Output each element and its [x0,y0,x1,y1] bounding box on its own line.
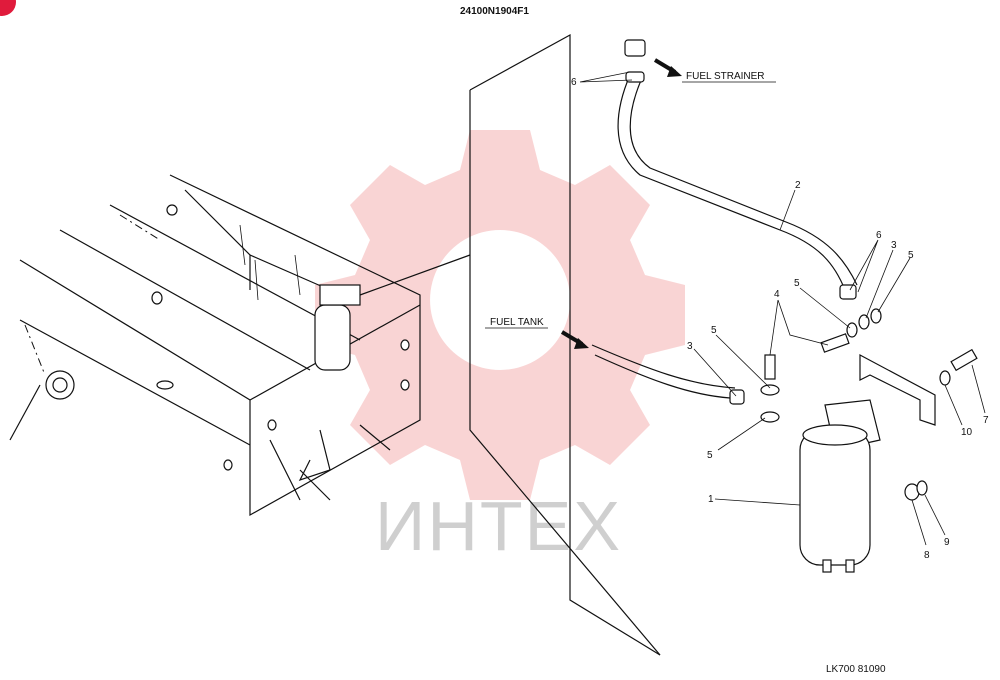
leader-lines [579,71,986,546]
part-number-3-left: 3 [687,341,693,352]
part-number-3-top: 3 [891,240,897,251]
watermark-text: ИНТЕХ [375,487,622,565]
fasteners [760,308,978,501]
flow-arrows [560,58,682,349]
panel-edge [469,33,661,656]
part-number-5-top-a: 5 [794,278,800,289]
part-number-10: 10 [961,427,973,438]
mounting-bracket [859,354,936,426]
part-number-5-low: 5 [707,450,713,461]
sheet-reference: LK700 81090 [826,664,886,675]
watermark-gear-icon: ИНТЕХ [315,130,685,565]
part-number-7: 7 [983,415,989,426]
main-fuel-filter [799,399,881,573]
fuel-strainer-label: FUEL STRAINER [686,71,765,82]
fuel-tank-label: FUEL TANK [490,317,544,328]
part-number-8: 8 [924,550,930,561]
part-number-5-mid: 5 [711,325,717,336]
chassis-frame [9,174,421,517]
red-corner-badge-icon [0,0,16,16]
part-number-1: 1 [708,494,714,505]
part-number-9: 9 [944,537,950,548]
part-number-6-top: 6 [571,77,577,88]
fuel-hose-assembly [617,39,858,300]
part-number-6-right: 6 [876,230,882,241]
part-number-5-top-b: 5 [908,250,914,261]
drawing-code: 24100N1904F1 [460,6,529,17]
frame-mounted-filter [314,254,471,371]
panel-edge-left [469,90,661,656]
part-number-2: 2 [795,180,801,191]
part-number-4: 4 [774,289,780,300]
